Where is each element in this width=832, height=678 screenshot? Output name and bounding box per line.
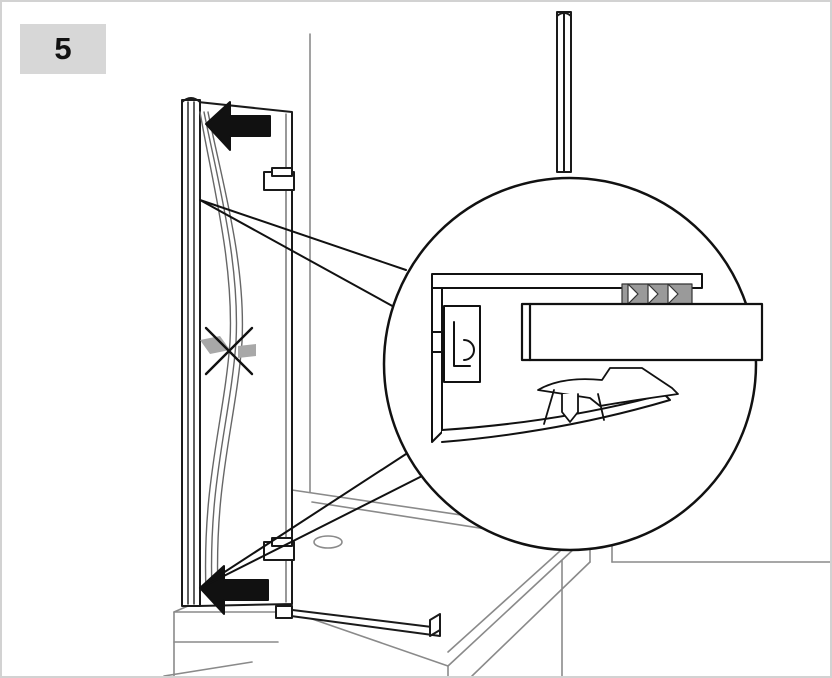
base-plinth (163, 599, 293, 676)
glass-edge (520, 302, 764, 362)
wavy-seal (199, 111, 244, 593)
step-number-badge: 5 (20, 24, 106, 74)
profile-cross-section (431, 273, 703, 443)
lower-seal (537, 367, 679, 425)
hinge-top (263, 167, 295, 191)
seal-teeth (621, 283, 693, 305)
bottom-sweep (275, 605, 441, 637)
wall-profile-rear (556, 11, 572, 173)
callout-lines (199, 199, 431, 589)
magnifier-circle (382, 176, 764, 552)
wall-profile-front (181, 97, 201, 607)
step-number: 5 (54, 31, 72, 66)
arrow-left-icon (205, 101, 271, 151)
cross-icon (200, 326, 256, 376)
